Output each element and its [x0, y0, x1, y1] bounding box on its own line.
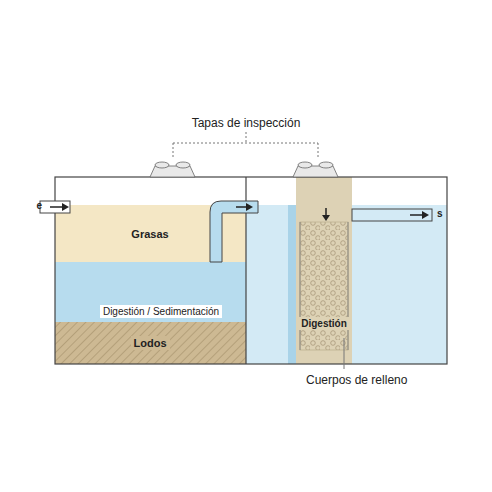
title-label: Tapas de inspección — [192, 116, 301, 130]
grease-layer: Grasas — [70, 212, 230, 256]
node-label: Digestión / Sedimentación — [100, 305, 222, 318]
node-label: Digestión — [298, 317, 350, 330]
outlet-label: s — [437, 208, 443, 219]
sludge-layer: Lodos — [60, 326, 240, 360]
filter-column: Digestión — [296, 312, 352, 334]
node-label: Grasas — [128, 227, 171, 241]
callout-label: Cuerpos de relleno — [306, 373, 407, 387]
node-label: Lodos — [131, 336, 170, 350]
inlet-label: e — [36, 200, 42, 211]
sedimentation-zone: Digestión / Sedimentación — [78, 302, 244, 320]
